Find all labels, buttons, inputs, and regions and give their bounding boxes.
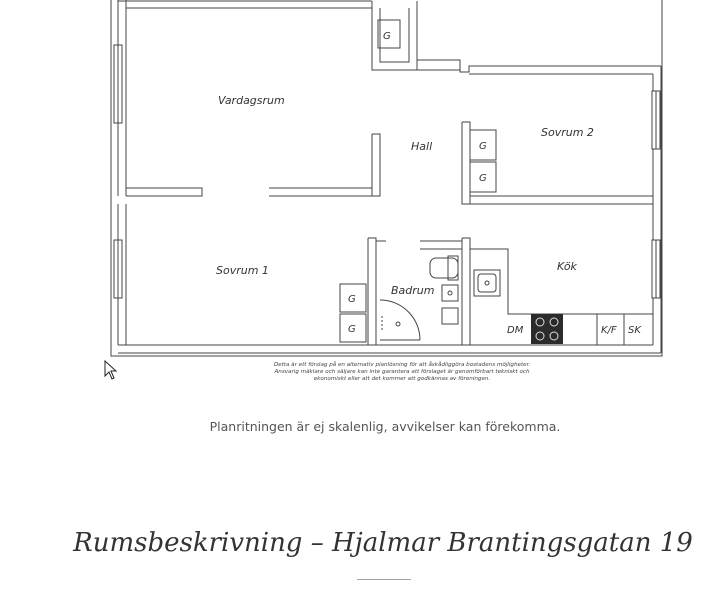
sink-icon bbox=[473, 269, 501, 297]
room-label-vardagsrum: Vardagsrum bbox=[218, 94, 285, 107]
toilet-icon bbox=[429, 255, 459, 281]
scale-note: Planritningen är ej skalenlig, avvikelse… bbox=[209, 419, 561, 434]
section-heading: Rumsbeskrivning – Hjalmar Brantingsgatan… bbox=[73, 528, 693, 558]
shower-icon bbox=[379, 299, 421, 341]
room-label-sovrum1: Sovrum 1 bbox=[216, 264, 269, 277]
room-label-hall: Hall bbox=[411, 140, 432, 153]
closet-label: G bbox=[348, 294, 356, 305]
closet-label: G bbox=[479, 173, 487, 184]
sink-icon bbox=[441, 284, 459, 325]
closets bbox=[339, 19, 497, 343]
disclaimer-line: Detta är ett förslag på en alternativ pl… bbox=[273, 362, 531, 368]
appliance-label-kf: K/F bbox=[601, 325, 617, 336]
walls bbox=[117, 0, 662, 354]
closet-label: G bbox=[479, 141, 487, 152]
disclaimer-line: ekonomiskt eller att det kommer att godk… bbox=[313, 376, 491, 382]
stove-icon bbox=[531, 314, 563, 344]
disclaimer-line: Ansvarig mäklare och säljare kan inte ga… bbox=[274, 369, 530, 375]
window-icon bbox=[113, 44, 661, 299]
closet-label: G bbox=[348, 324, 356, 335]
room-label-badrum: Badrum bbox=[391, 284, 434, 297]
floor-plan-frame bbox=[110, 0, 663, 357]
appliance-outlines bbox=[596, 314, 625, 345]
heading-divider bbox=[357, 579, 411, 580]
appliance-label-dm: DM bbox=[507, 325, 524, 336]
appliance-label-sk: SK bbox=[628, 325, 642, 336]
closet-label: G bbox=[383, 31, 391, 42]
floor-plan-disclaimer: Detta är ett förslag på en alternativ pl… bbox=[232, 362, 572, 383]
cursor-icon bbox=[104, 360, 118, 380]
floor-plan: G G G G G Vardagsrum Hall Sovrum 2 Sovru… bbox=[110, 0, 663, 357]
room-label-kok: Kök bbox=[557, 260, 578, 273]
room-label-sovrum2: Sovrum 2 bbox=[541, 126, 594, 139]
